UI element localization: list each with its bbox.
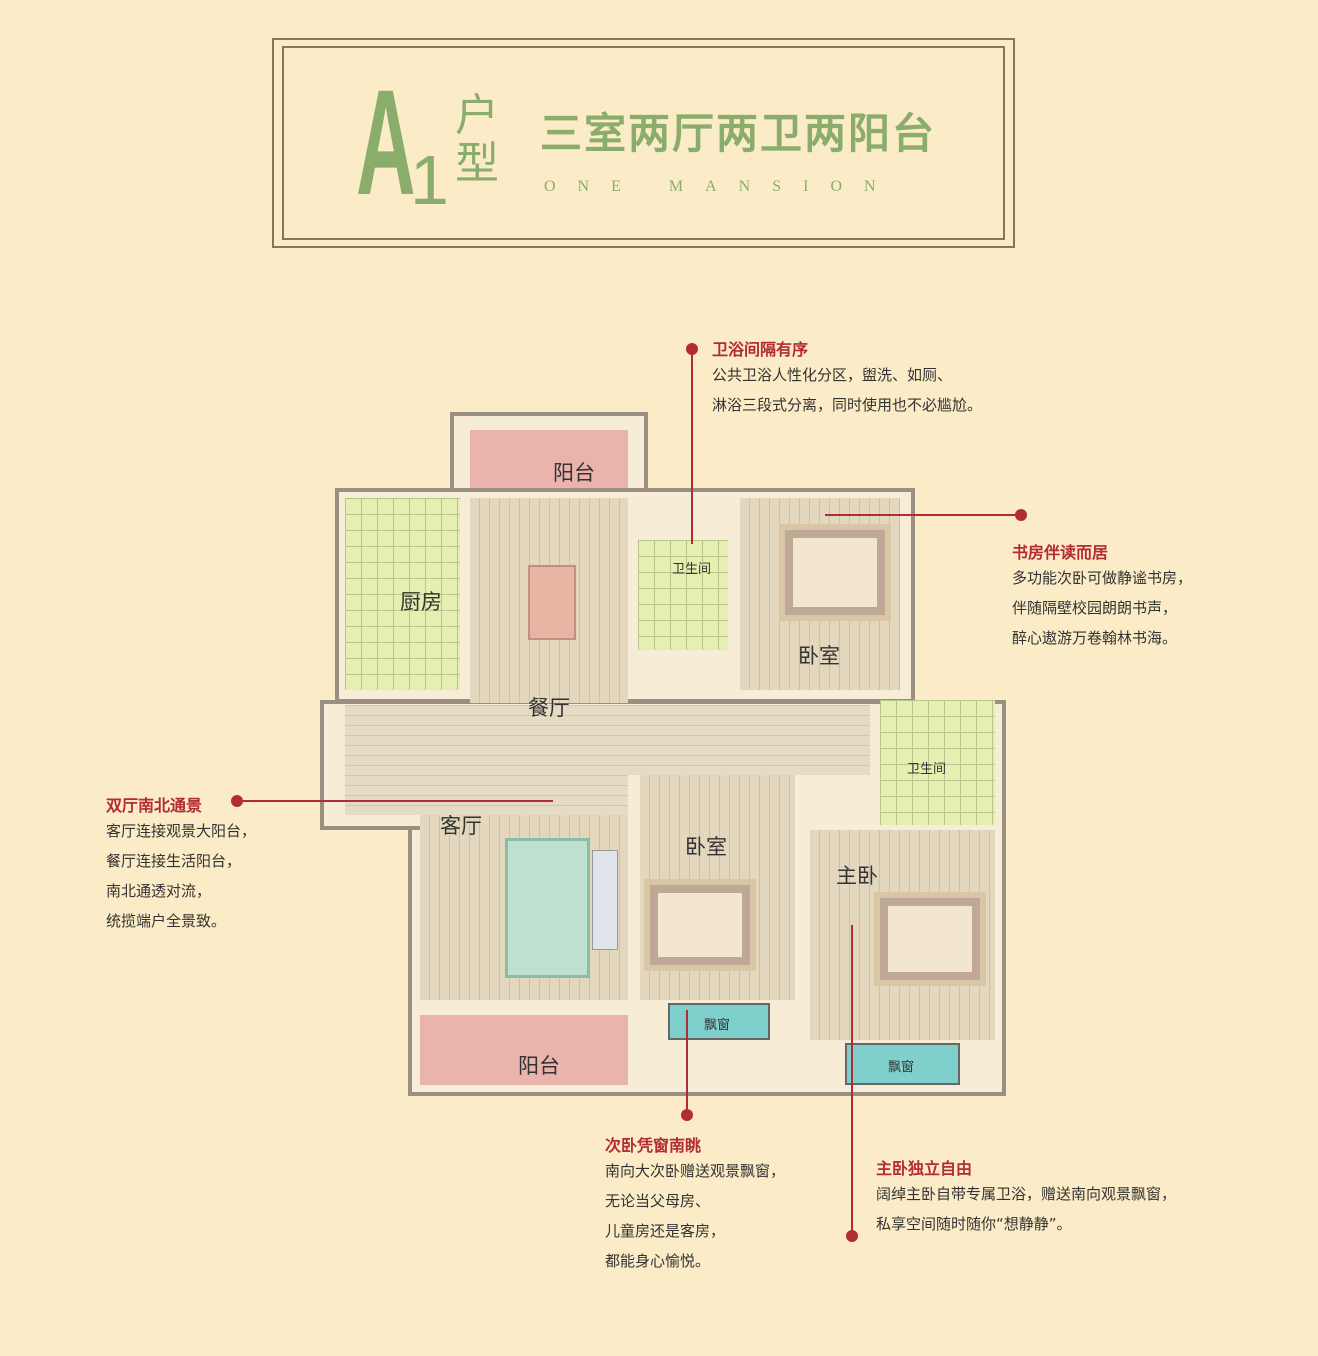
unit-number: 1 [410,141,449,219]
kitchen [345,498,460,690]
callout-line-text: 南北通透对流， [106,882,212,900]
master-bathroom [880,700,995,825]
room-label-bedroom-study: 卧室 [798,644,840,668]
bay-window-second [668,1003,770,1040]
title-frame-inner [282,46,1005,240]
bed-icon [880,898,980,980]
callout-line-text: 公共卫浴人性化分区，盥洗、如厕、 [712,366,953,384]
room-label-bath-public: 卫生间 [672,562,712,577]
room-label-dining: 餐厅 [528,696,570,720]
callout-line [686,1010,688,1110]
callout-line-text: 都能身心愉悦。 [605,1252,711,1270]
callout-line-text: 南向大次卧赠送观景飘窗， [605,1162,786,1180]
callout-line-text: 客厅连接观景大阳台， [106,822,257,840]
title-frame [272,38,1015,248]
balcony-bottom [420,1015,628,1085]
callout-title: 书房伴读而居 [1012,543,1109,562]
rug-icon [505,838,590,978]
callout-master: 主卧独立自由 阔绰主卧自带专属卫浴，赠送南向观景飘窗， 私享空间随时随你“想静静… [876,1155,1176,1239]
callout-dot [1015,509,1027,521]
sofa-icon [592,850,618,950]
callout-line [851,925,853,1233]
callout-line-text: 无论当父母房、 [605,1192,711,1210]
room-label-living: 客厅 [440,814,482,838]
callout-line-text: 淋浴三段式分离，同时使用也不必尴尬。 [712,396,983,414]
callout-line-text: 儿童房还是客房， [605,1222,726,1240]
room-label-bay-second: 飘窗 [704,1018,731,1033]
callout-title: 卫浴间隔有序 [712,340,809,359]
callout-dot [846,1230,858,1242]
brand-name: ONE MANSION [544,178,898,195]
room-label-master: 主卧 [836,864,878,888]
callout-title: 次卧凭窗南眺 [605,1136,702,1155]
public-bathroom [638,540,728,650]
room-label-bedroom-second: 卧室 [685,835,727,859]
hallway [345,775,628,815]
callout-bath: 卫浴间隔有序 公共卫浴人性化分区，盥洗、如厕、 淋浴三段式分离，同时使用也不必尴… [712,336,982,420]
callout-line [691,349,693,544]
callout-line-text: 统揽端户全景致。 [106,912,227,930]
callout-line-text: 餐厅连接生活阳台， [106,852,242,870]
bed-icon [785,530,885,615]
callout-line-text: 私享空间随时随你“想静静”。 [876,1215,1072,1233]
room-label-bay-master: 飘窗 [888,1060,915,1075]
callout-line [237,800,553,802]
callout-line [825,514,1017,516]
layout-title: 三室两厅两卫两阳台 [540,109,937,158]
callout-line-text: 阔绰主卧自带专属卫浴，赠送南向观景飘窗， [876,1185,1177,1203]
callout-dot [681,1109,693,1121]
callout-line-text: 伴随隔壁校园朗朗书声， [1012,599,1178,617]
callout-title: 双厅南北通景 [106,796,203,815]
room-label-kitchen: 厨房 [400,590,442,614]
bay-window-master [845,1043,960,1085]
callout-second: 次卧凭窗南眺 南向大次卧赠送观景飘窗， 无论当父母房、 儿童房还是客房， 都能身… [605,1132,785,1276]
callout-line-text: 醉心遨游万卷翰林书海。 [1012,629,1178,647]
unit-type-word: 户型 [455,90,499,189]
balcony-top [470,430,628,488]
room-label-balcony-bottom: 阳台 [518,1054,560,1078]
room-label-balcony-top: 阳台 [553,461,595,485]
dining-table-icon [528,565,576,640]
room-label-bath-master: 卫生间 [907,762,947,777]
callout-line-text: 多功能次卧可做静谧书房， [1012,569,1193,587]
bed-icon [650,885,750,965]
callout-study: 书房伴读而居 多功能次卧可做静谧书房， 伴随隔壁校园朗朗书声， 醉心遨游万卷翰林… [1012,539,1192,653]
corridor [345,705,870,775]
callout-title: 主卧独立自由 [876,1159,973,1178]
callout-halls: 双厅南北通景 客厅连接观景大阳台， 餐厅连接生活阳台， 南北通透对流， 统揽端户… [106,792,256,936]
unit-letter: A [356,58,416,226]
